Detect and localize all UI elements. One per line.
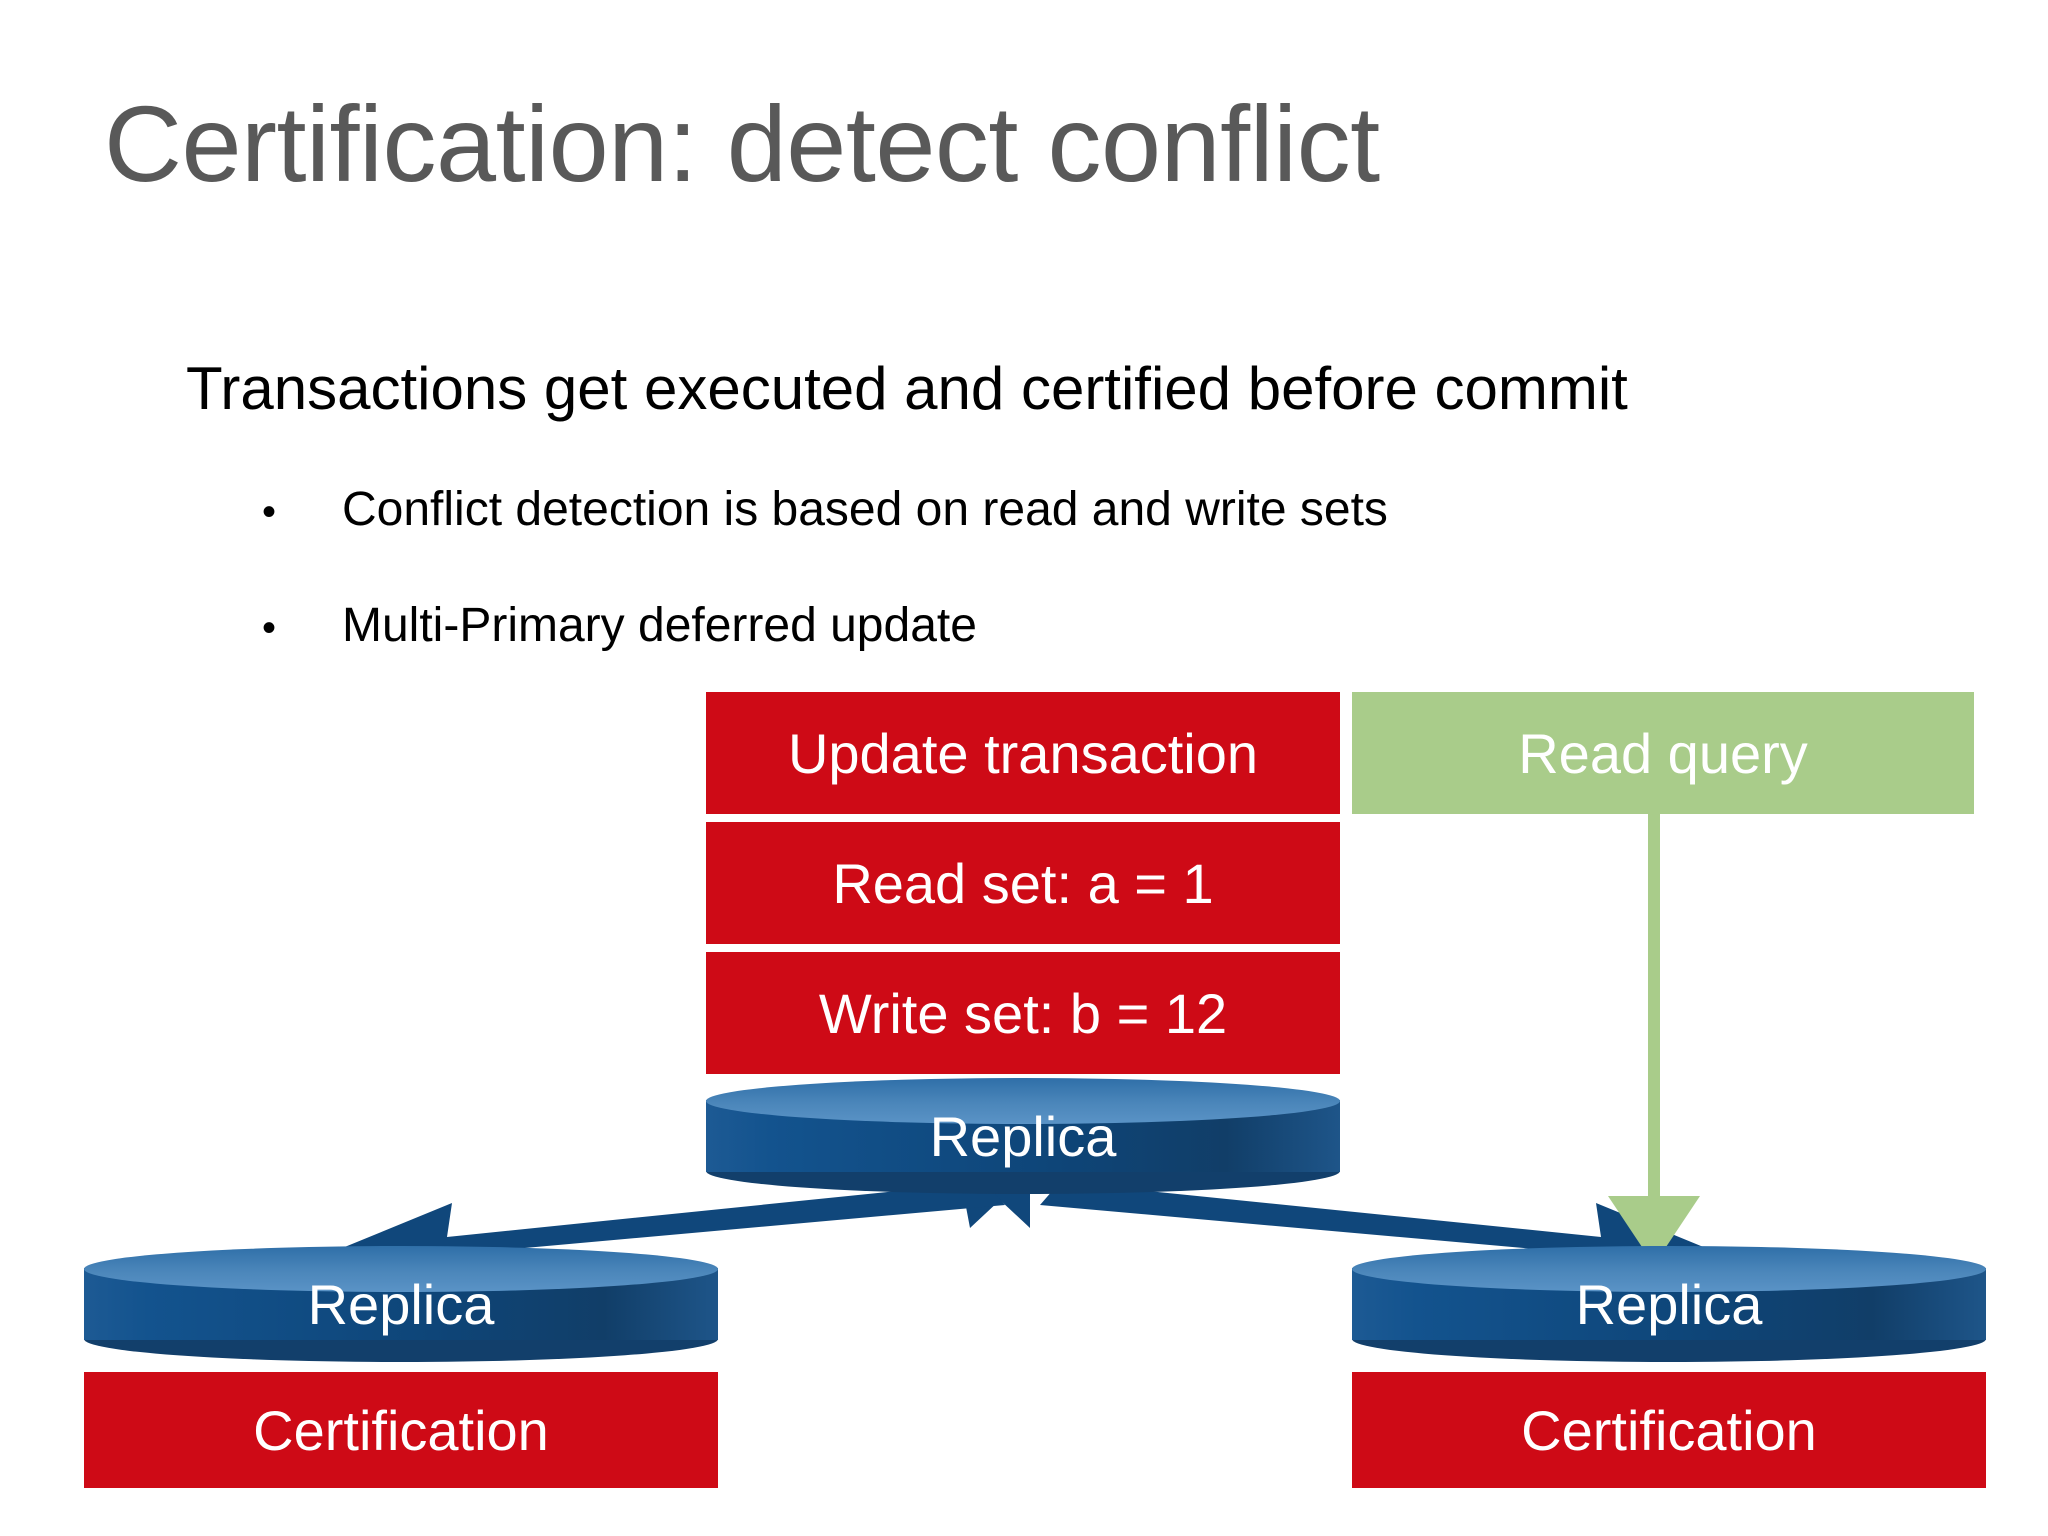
certification-box-right: Certification <box>1352 1372 1986 1488</box>
bullet-label: Multi-Primary deferred update <box>342 599 977 652</box>
bullet-item-conflict-detection: • Conflict detection is based on read an… <box>262 482 1388 537</box>
cylinder-top-ellipse <box>706 1078 1340 1124</box>
bullet-point-icon: • <box>262 490 277 534</box>
replica-label: Replica <box>307 1272 495 1336</box>
read-set-box: Read set: a = 1 <box>706 822 1340 944</box>
lead-paragraph: Transactions get executed and certified … <box>186 355 1628 422</box>
cylinder-top-ellipse <box>84 1246 718 1292</box>
replica-label: Replica <box>929 1104 1117 1168</box>
write-set-box: Write set: b = 12 <box>706 952 1340 1074</box>
bullet-point-icon: • <box>262 606 277 650</box>
cylinder-top-ellipse <box>1352 1246 1986 1292</box>
replica-cylinder-middle: Replica <box>706 1078 1340 1194</box>
replica-label: Replica <box>1575 1272 1763 1336</box>
bullet-item-multi-primary: • Multi-Primary deferred update <box>262 598 977 653</box>
replica-cylinder-right: Replica <box>1352 1246 1986 1362</box>
replica-cylinder-left: Replica <box>84 1246 718 1362</box>
update-transaction-box: Update transaction <box>706 692 1340 814</box>
certification-box-left: Certification <box>84 1372 718 1488</box>
read-query-arrow-shaft <box>1648 814 1660 1212</box>
page-title: Certification: detect conflict <box>104 83 1380 204</box>
read-query-box: Read query <box>1352 692 1974 814</box>
bullet-label: Conflict detection is based on read and … <box>342 483 1388 536</box>
